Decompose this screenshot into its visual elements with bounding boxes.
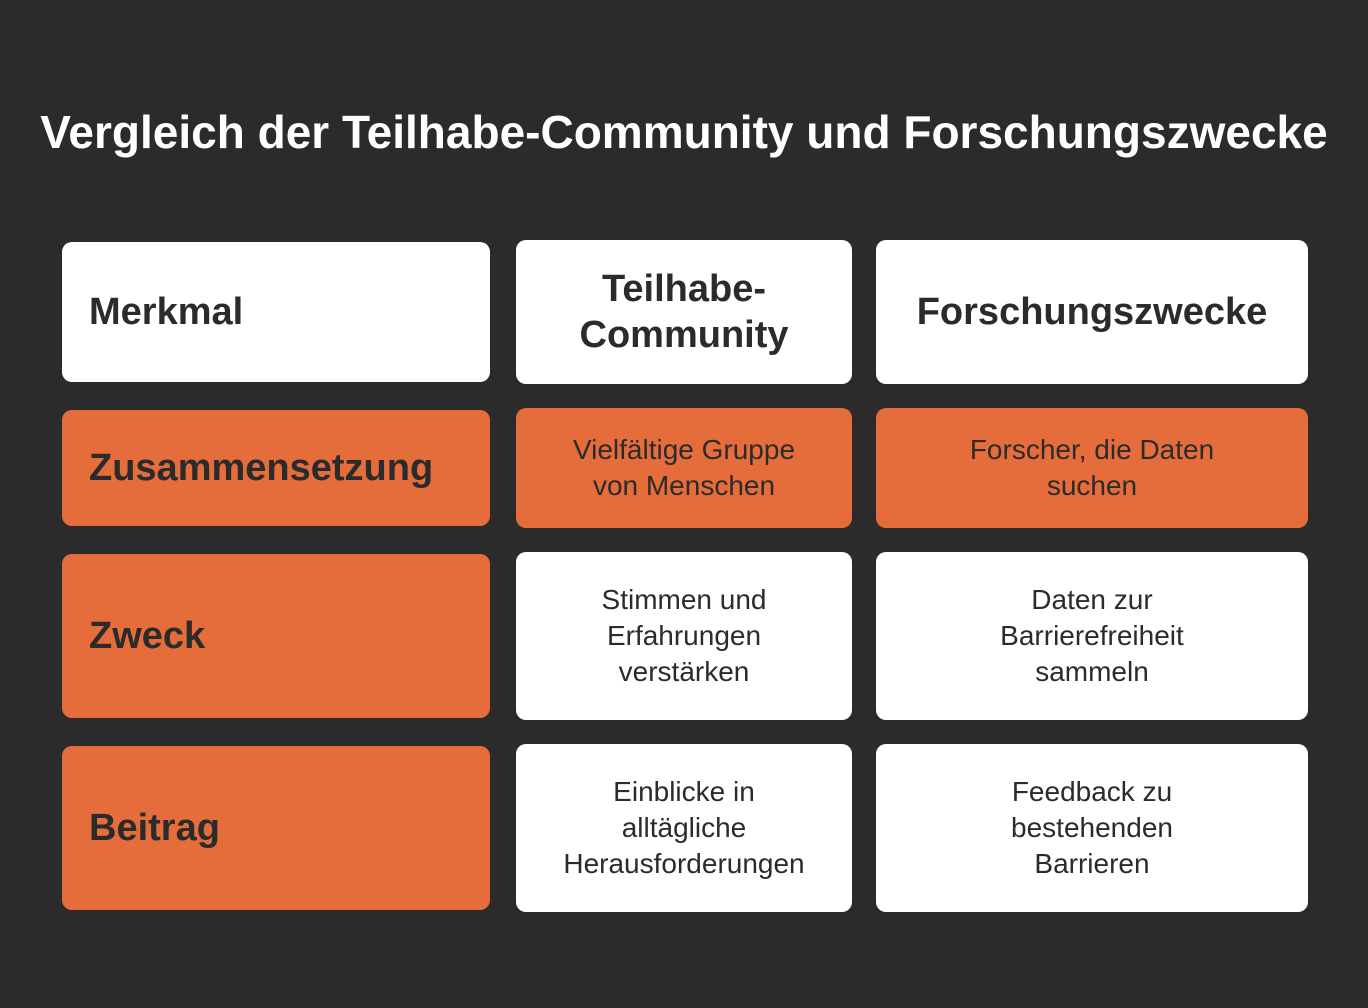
cell-beitrag-teilhabe: Einblicke in alltägliche Herausforderung… bbox=[516, 744, 852, 912]
cell-line: Vielfältige Gruppe bbox=[572, 434, 796, 465]
diagram-title: Vergleich der Teilhabe-Community und For… bbox=[40, 106, 1328, 158]
cell-line: Herausforderungen bbox=[563, 848, 805, 879]
header-teilhabe-line1: Teilhabe- bbox=[602, 268, 766, 310]
header-forschungszwecke: Forschungszwecke bbox=[876, 240, 1308, 384]
cell-zusammensetzung-forschung: Forscher, die Daten suchen bbox=[876, 408, 1308, 528]
cell-line: suchen bbox=[1046, 470, 1138, 501]
cell-zweck-teilhabe: Stimmen und Erfahrungen verstärken bbox=[516, 552, 852, 720]
header-merkmal-label: Merkmal bbox=[89, 291, 244, 333]
header-teilhabe-line2: Community bbox=[579, 314, 789, 356]
row-label-zusammensetzung: Zusammensetzung bbox=[62, 410, 490, 526]
cell-line: Feedback zu bbox=[1011, 776, 1173, 807]
cell-line: Einblicke in bbox=[613, 776, 755, 807]
header-forschung-label: Forschungszwecke bbox=[916, 291, 1268, 333]
row-label-text: Beitrag bbox=[89, 807, 220, 849]
header-merkmal: Merkmal bbox=[62, 242, 490, 382]
row-label-text: Zusammensetzung bbox=[89, 447, 434, 489]
cell-line: verstärken bbox=[618, 656, 750, 687]
cell-zweck-forschung: Daten zur Barrierefreiheit sammeln bbox=[876, 552, 1308, 720]
row-label-text: Zweck bbox=[89, 615, 206, 657]
cell-line: Daten zur bbox=[1031, 584, 1153, 615]
row-label-zweck: Zweck bbox=[62, 554, 490, 718]
cell-line: sammeln bbox=[1035, 656, 1149, 687]
cell-line: alltägliche bbox=[621, 812, 747, 843]
cell-zusammensetzung-teilhabe: Vielfältige Gruppe von Menschen bbox=[516, 408, 852, 528]
cell-line: bestehenden bbox=[1011, 812, 1173, 843]
cell-line: Forscher, die Daten bbox=[969, 434, 1215, 465]
cell-line: Stimmen und bbox=[601, 584, 767, 615]
cell-line: Barrierefreiheit bbox=[1000, 620, 1184, 651]
header-teilhabe-community: Teilhabe- Community bbox=[516, 240, 852, 384]
cell-beitrag-forschung: Feedback zu bestehenden Barrieren bbox=[876, 744, 1308, 912]
cell-line: Erfahrungen bbox=[606, 620, 762, 651]
cell-line: Barrieren bbox=[1034, 848, 1150, 879]
row-label-beitrag: Beitrag bbox=[62, 746, 490, 910]
cell-line: von Menschen bbox=[592, 470, 776, 501]
